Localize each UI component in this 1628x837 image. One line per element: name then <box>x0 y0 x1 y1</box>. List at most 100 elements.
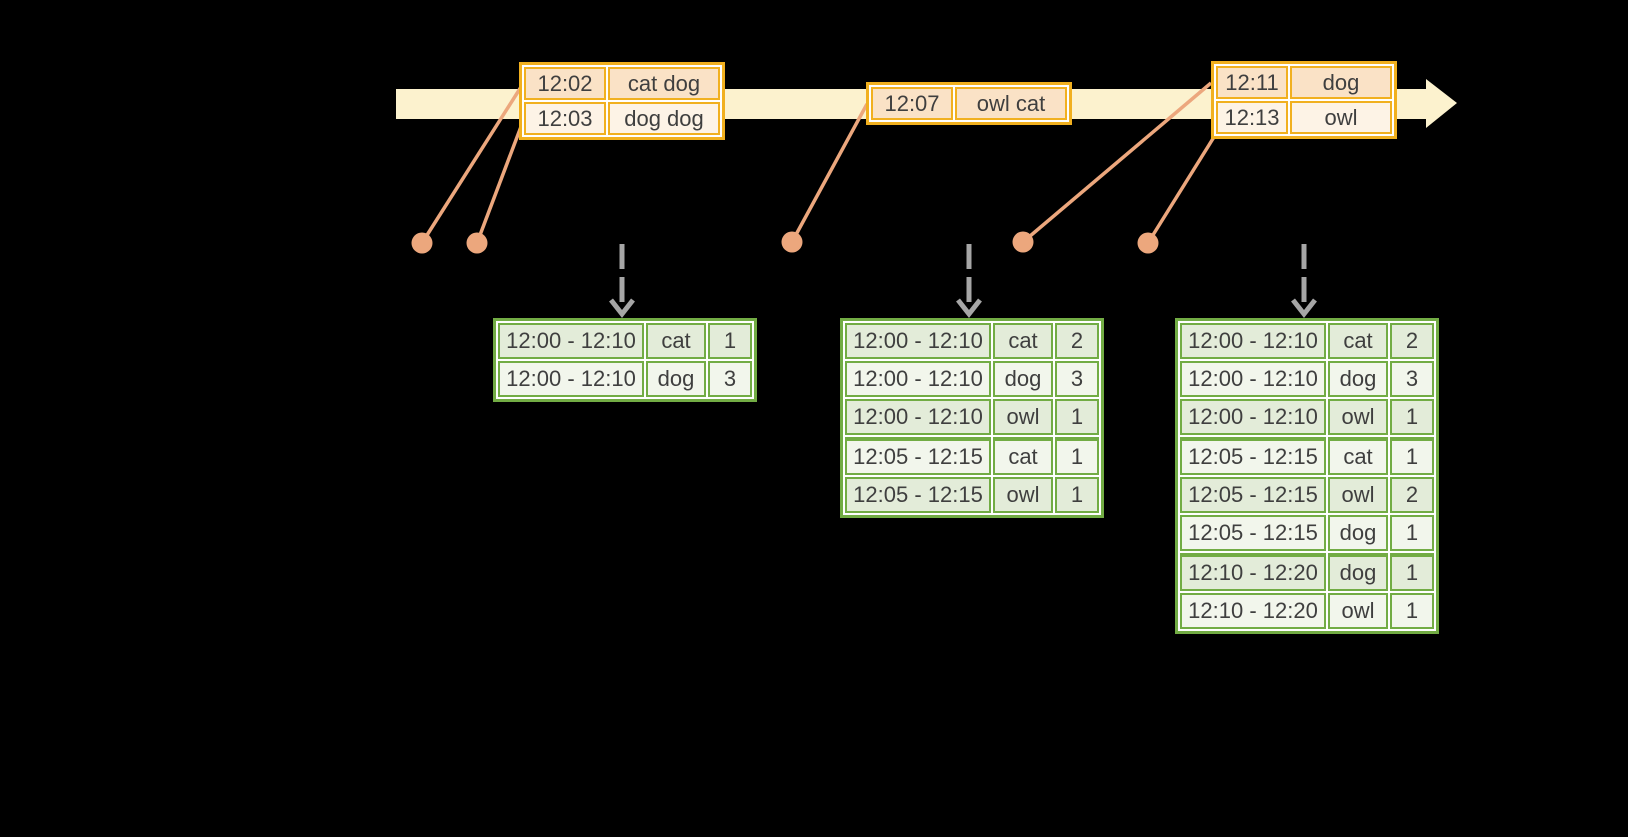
word-cell: dog <box>646 361 706 397</box>
window-range-cell: 12:00 - 12:10 <box>498 323 644 359</box>
event-time-cell: 12:13 <box>1216 101 1288 134</box>
window-range-cell: 12:05 - 12:15 <box>845 477 991 513</box>
event-words-cell: owl <box>1290 101 1392 134</box>
window-range-cell: 12:00 - 12:10 <box>498 361 644 397</box>
event-dot <box>1137 232 1159 254</box>
word-cell: owl <box>993 477 1053 513</box>
event-time-cell: 12:07 <box>871 87 953 120</box>
event-time-cell: 12:02 <box>524 67 606 100</box>
count-cell: 2 <box>1390 477 1434 513</box>
window-range-cell: 12:10 - 12:20 <box>1180 553 1326 591</box>
window-range-cell: 12:05 - 12:15 <box>845 437 991 475</box>
event-connector-line <box>420 86 523 244</box>
word-cell: owl <box>1328 399 1388 435</box>
count-cell: 1 <box>1390 515 1434 551</box>
word-cell: dog <box>1328 361 1388 397</box>
count-cell: 1 <box>1390 593 1434 629</box>
count-cell: 1 <box>1055 437 1099 475</box>
window-range-cell: 12:10 - 12:20 <box>1180 593 1326 629</box>
word-cell: dog <box>1328 553 1388 591</box>
count-cell: 3 <box>1390 361 1434 397</box>
event-words-cell: dog dog <box>608 102 720 135</box>
arrow-down-icon <box>1291 298 1317 319</box>
count-cell: 3 <box>1055 361 1099 397</box>
word-cell: owl <box>993 399 1053 435</box>
trigger-arrows <box>609 244 1317 319</box>
event-connector-line <box>790 103 869 243</box>
word-cell: dog <box>993 361 1053 397</box>
word-cell: owl <box>1328 477 1388 513</box>
count-cell: 1 <box>708 323 752 359</box>
event-connectors <box>420 81 1216 244</box>
event-time-cell: 12:03 <box>524 102 606 135</box>
event-words-cell: dog <box>1290 66 1392 99</box>
window-range-cell: 12:00 - 12:10 <box>1180 361 1326 397</box>
event-dot <box>1012 231 1034 253</box>
window-range-cell: 12:00 - 12:10 <box>1180 399 1326 435</box>
word-cell: cat <box>993 437 1053 475</box>
event-dots <box>411 231 1159 254</box>
event-dot <box>466 232 488 254</box>
count-cell: 2 <box>1055 323 1099 359</box>
count-cell: 1 <box>1390 399 1434 435</box>
event-time-cell: 12:11 <box>1216 66 1288 99</box>
window-range-cell: 12:05 - 12:15 <box>1180 437 1326 475</box>
event-connector-line <box>475 123 524 244</box>
window-range-cell: 12:05 - 12:15 <box>1180 477 1326 513</box>
count-cell: 1 <box>1390 553 1434 591</box>
count-cell: 3 <box>708 361 752 397</box>
event-dot <box>411 232 433 254</box>
word-cell: cat <box>993 323 1053 359</box>
count-cell: 1 <box>1055 399 1099 435</box>
word-cell: dog <box>1328 515 1388 551</box>
window-range-cell: 12:00 - 12:10 <box>845 323 991 359</box>
word-cell: cat <box>646 323 706 359</box>
count-cell: 2 <box>1390 323 1434 359</box>
word-cell: cat <box>1328 437 1388 475</box>
window-range-cell: 12:00 - 12:10 <box>1180 323 1326 359</box>
count-cell: 1 <box>1055 477 1099 513</box>
timeline-arrowhead-icon <box>1426 79 1457 128</box>
arrow-down-icon <box>956 298 982 319</box>
window-range-cell: 12:00 - 12:10 <box>845 399 991 435</box>
event-words-cell: owl cat <box>955 87 1067 120</box>
count-cell: 1 <box>1390 437 1434 475</box>
word-cell: owl <box>1328 593 1388 629</box>
event-connector-line <box>1146 136 1216 244</box>
word-cell: cat <box>1328 323 1388 359</box>
event-dot <box>781 231 803 253</box>
event-words-cell: cat dog <box>608 67 720 100</box>
window-range-cell: 12:00 - 12:10 <box>845 361 991 397</box>
event-connector-line <box>1021 81 1213 244</box>
